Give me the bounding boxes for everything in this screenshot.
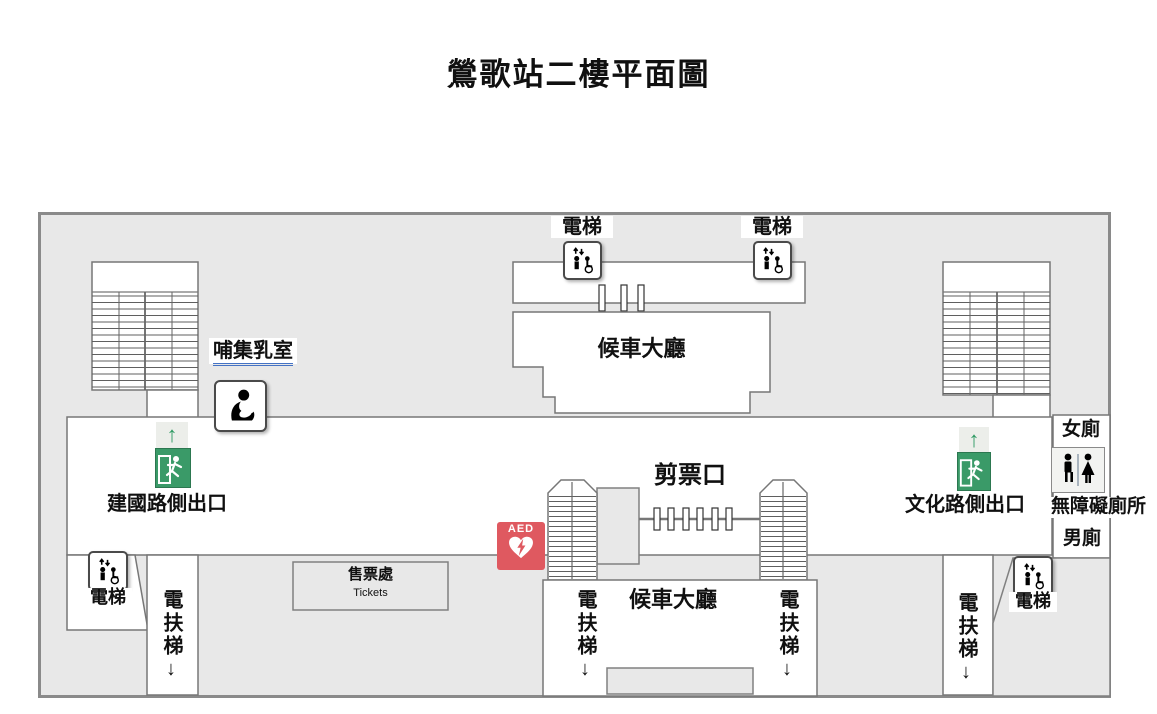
up-arrow-icon: ↑: [166, 422, 178, 447]
elevator-label-top-left: 電梯: [551, 216, 613, 238]
elevator-icon: [1013, 556, 1053, 596]
escalator-label-right: 電扶梯↓: [955, 592, 977, 686]
elevator-label-bottom-left: 電梯: [84, 587, 132, 608]
elevator-glyph: [98, 557, 119, 584]
elevator-icon: [753, 241, 792, 280]
elevator-label-top-right: 電梯: [741, 216, 803, 238]
ticket-gate-label: 剪票口: [654, 462, 726, 489]
aed-heart-icon: [509, 536, 533, 559]
corridor-gates: [598, 284, 645, 312]
page-title: 鶯歌站二樓平面圖: [446, 57, 711, 92]
left-escalator-corridor: [146, 554, 199, 696]
accessible-toilet-label: 無障礙廁所: [1038, 496, 1157, 518]
elevator-glyph: [763, 247, 783, 274]
toilet-glyph: [1064, 453, 1095, 486]
lower-waiting-hall-label: 候車大廳: [628, 587, 717, 612]
escalator-label-center-right: 電扶梯↓: [776, 589, 798, 683]
elevator-icon: [88, 551, 128, 591]
up-arrow-icon: ↑: [968, 426, 980, 452]
elevator-glyph: [573, 247, 593, 274]
nursing-glyph: [230, 389, 254, 421]
wenhua-exit-label: 文化路側出口: [905, 494, 1025, 516]
nursing-room-icon: [214, 380, 267, 432]
exit-sign-icon: [155, 448, 191, 488]
upper-waiting-hall: [512, 311, 771, 414]
exit-up-arrow: ↑: [959, 427, 989, 452]
aed-label: AED: [507, 523, 535, 535]
women-toilet-label: 女廁: [1054, 419, 1108, 441]
center-left-escalator-stairs: [547, 479, 598, 581]
ticket-office-block: [292, 561, 449, 611]
aed-icon: AED: [497, 522, 545, 570]
elevator-label-bottom-right: 電梯: [1009, 591, 1057, 612]
jianguo-exit-label: 建國路側出口: [107, 493, 227, 515]
fare-gates: [596, 487, 760, 565]
upper-waiting-hall-label: 候車大廳: [597, 336, 686, 361]
elevator-icon: [563, 241, 602, 280]
escalator-label-center-left: 電扶梯↓: [574, 589, 596, 683]
lower-hall-block: [606, 667, 754, 695]
center-right-escalator-stairs: [759, 479, 808, 581]
right-escalator-corridor: [942, 554, 994, 696]
left-staircase: [91, 261, 199, 421]
exit-up-arrow: ↑: [156, 422, 188, 448]
men-toilet-label: 男廁: [1055, 528, 1109, 550]
ticket-office-label: 售票處: [347, 566, 393, 583]
ticket-office-en-label: Tickets: [353, 587, 388, 599]
nursing-room-label[interactable]: 哺集乳室: [209, 338, 297, 366]
toilet-icon: [1051, 447, 1105, 493]
right-staircase: [942, 261, 1051, 422]
escalator-label-left: 電扶梯↓: [160, 589, 182, 683]
exit-sign-icon: [957, 452, 991, 491]
elevator-glyph: [1023, 562, 1044, 589]
nursing-room-link[interactable]: 哺集乳室: [213, 340, 293, 366]
